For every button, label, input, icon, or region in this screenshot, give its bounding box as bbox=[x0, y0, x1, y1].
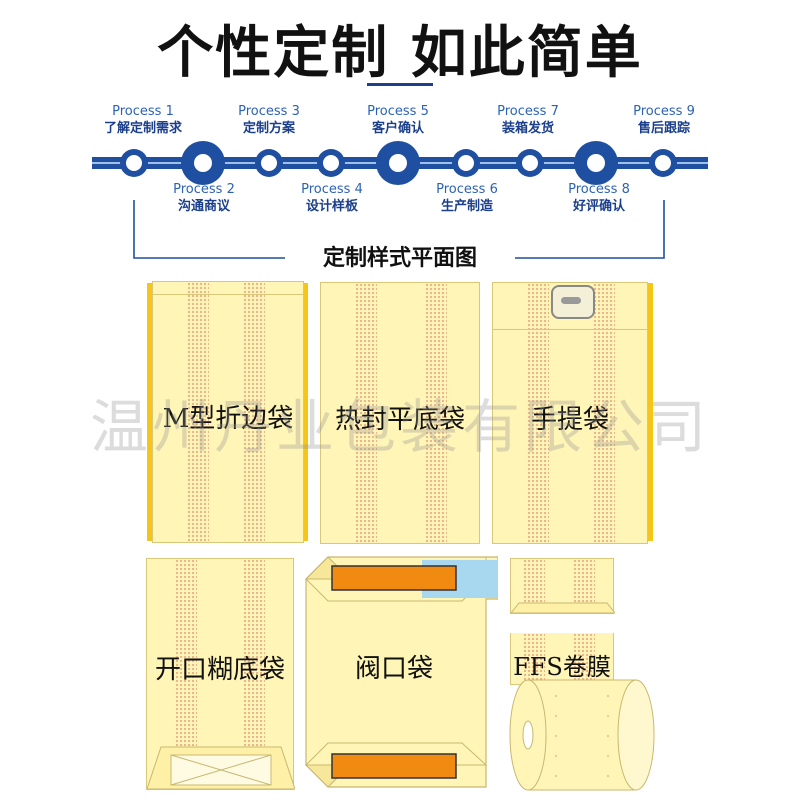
title-underline bbox=[367, 83, 433, 86]
handle-hole bbox=[561, 297, 581, 304]
process-timeline bbox=[92, 141, 708, 259]
process-name: 售后跟踪 bbox=[637, 121, 690, 136]
handle-icon bbox=[551, 285, 595, 319]
bag-valve bbox=[304, 556, 498, 788]
bag-label-heat-seal: 热封平底袋 bbox=[334, 405, 465, 435]
process-name: 沟通商议 bbox=[177, 199, 230, 214]
timeline-node-8 bbox=[574, 141, 618, 185]
bag-m-fold: M型折边袋 bbox=[152, 281, 304, 543]
bag-stitch bbox=[175, 559, 197, 789]
timeline-node-1 bbox=[120, 149, 148, 177]
gusset-left bbox=[147, 283, 155, 541]
section-title: 定制样式平面图 bbox=[322, 246, 477, 271]
timeline-node-9 bbox=[649, 149, 677, 177]
bag-stitch bbox=[593, 283, 615, 543]
gusset-right bbox=[645, 283, 653, 541]
bag-stitch bbox=[523, 559, 545, 613]
process-name: 了解定制需求 bbox=[103, 121, 182, 136]
bag-stitch bbox=[425, 283, 447, 543]
bag-seam bbox=[153, 294, 303, 295]
process-name: 设计样板 bbox=[305, 199, 358, 214]
bag-stitch bbox=[355, 283, 377, 543]
process-step-2: Process 2 沟通商议 bbox=[134, 182, 274, 216]
bag-label-ffs: FFS卷膜 bbox=[513, 653, 611, 681]
timeline-node-2 bbox=[181, 141, 225, 185]
process-name: 好评确认 bbox=[572, 199, 625, 214]
process-step-6: Process 6 生产制造 bbox=[397, 182, 537, 216]
process-step-8: Process 8 好评确认 bbox=[529, 182, 669, 216]
gusset-right bbox=[300, 283, 308, 541]
bag-label-m-fold: M型折边袋 bbox=[162, 404, 294, 434]
bag-stitch bbox=[243, 282, 265, 542]
process-label: Process 3 bbox=[238, 104, 300, 119]
ffs-film-roll bbox=[509, 679, 655, 791]
process-name: 定制方案 bbox=[242, 121, 295, 136]
process-step-7: Process 7 装箱发货 bbox=[458, 104, 598, 138]
bag-open-paste: 开口糊底袋 bbox=[146, 558, 295, 790]
process-step-1: Process 1 了解定制需求 bbox=[73, 104, 213, 138]
bag-handle: 手提袋 bbox=[492, 282, 648, 544]
pasted-bottom bbox=[147, 746, 295, 790]
ffs-bottom-fold bbox=[511, 602, 615, 614]
bag-stitch bbox=[243, 559, 265, 789]
timeline-node-3 bbox=[255, 149, 283, 177]
process-name: 装箱发货 bbox=[501, 121, 554, 136]
bag-heat-seal: 热封平底袋 bbox=[320, 282, 480, 544]
bag-stitch bbox=[573, 559, 595, 613]
page-title: 个性定制 如此简单 bbox=[157, 21, 643, 86]
process-step-5: Process 5 客户确认 bbox=[328, 104, 468, 138]
process-step-9: Process 9 售后跟踪 bbox=[594, 104, 734, 138]
bag-label-handle: 手提袋 bbox=[530, 405, 609, 435]
bag-seam bbox=[493, 329, 647, 330]
bag-stitch bbox=[187, 282, 209, 542]
timeline-bracket bbox=[133, 200, 665, 259]
process-label: Process 2 bbox=[173, 182, 235, 197]
timeline-node-4 bbox=[317, 149, 345, 177]
process-step-3: Process 3 定制方案 bbox=[199, 104, 339, 138]
process-label: Process 8 bbox=[568, 182, 630, 197]
ffs-film-top: FFS卷膜 bbox=[510, 633, 614, 685]
ffs-bag-piece bbox=[510, 558, 615, 614]
process-label: Process 1 bbox=[112, 104, 174, 119]
bag-label-open-paste: 开口糊底袋 bbox=[154, 655, 285, 685]
process-step-4: Process 4 设计样板 bbox=[262, 182, 402, 216]
process-label: Process 6 bbox=[436, 182, 498, 197]
bag-stitch bbox=[523, 633, 545, 684]
bag-label-valve: 阀口袋 bbox=[354, 654, 433, 684]
bag-stitch bbox=[573, 633, 595, 684]
process-label: Process 5 bbox=[367, 104, 429, 119]
process-name: 生产制造 bbox=[440, 199, 493, 214]
timeline-node-6 bbox=[452, 149, 480, 177]
process-name: 客户确认 bbox=[371, 121, 424, 136]
timeline-node-7 bbox=[516, 149, 544, 177]
bag-stitch bbox=[527, 283, 549, 543]
process-label: Process 9 bbox=[633, 104, 695, 119]
process-label: Process 7 bbox=[497, 104, 559, 119]
process-label: Process 4 bbox=[301, 182, 363, 197]
timeline-node-5 bbox=[376, 141, 420, 185]
